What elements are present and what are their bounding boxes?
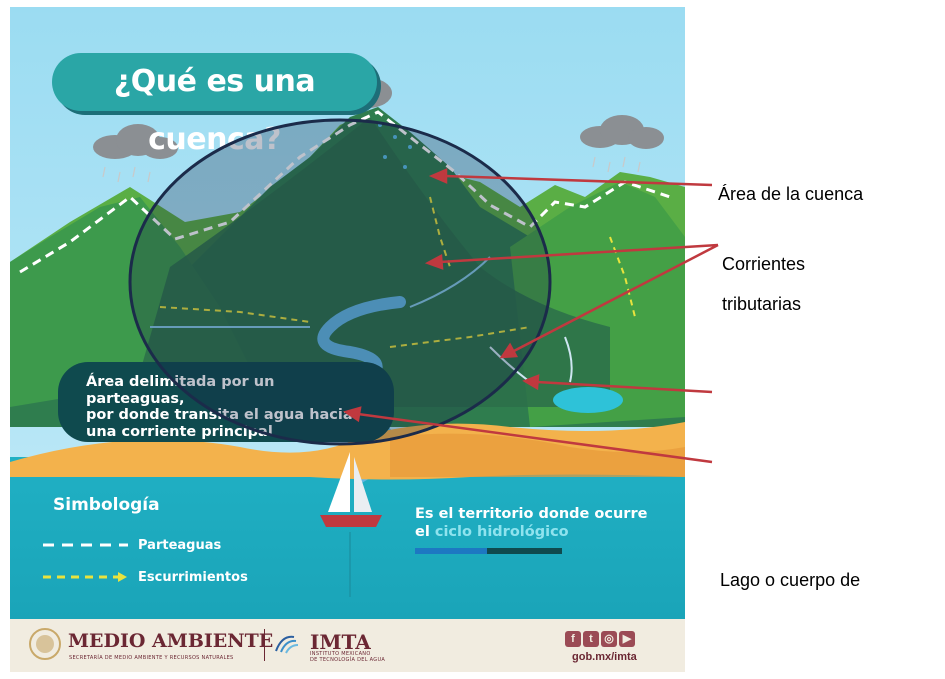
imta-subtitle-1: INSTITUTO MEXICANO	[310, 651, 371, 657]
watershed-illustration	[10, 7, 685, 672]
facebook-icon[interactable]: f	[565, 631, 581, 647]
annotation-corrientes-2: tributarias	[722, 294, 802, 314]
arrow-definition	[357, 412, 713, 464]
hydro-line-1: Es el territorio donde ocurre	[415, 506, 648, 522]
arrow-lago	[536, 380, 713, 394]
legend-label: Parteaguas	[138, 537, 222, 553]
imta-subtitle-2: DE TECNOLOGÍA DEL AGUA	[310, 657, 386, 663]
imta-wave-icon	[275, 635, 299, 654]
youtube-icon[interactable]: ▶	[619, 631, 635, 647]
infographic-poster: ¿Qué es una cuenca? Área delimitada por …	[10, 7, 685, 672]
imta-url[interactable]: gob.mx/imta	[572, 651, 637, 663]
arrow-corrientes-1	[439, 243, 719, 264]
poster-title: ¿Qué es una cuenca?	[52, 53, 377, 157]
watershed-ellipse	[128, 118, 552, 446]
legend-label: Escurrimientos	[138, 569, 248, 585]
arrowhead	[522, 374, 540, 391]
arrow-corrientes-2	[511, 243, 719, 354]
annotation-area-cuenca: Área de la cuenca	[718, 184, 864, 204]
imta-logo: IMTA	[310, 630, 371, 654]
legend-item-escurrimientos: Escurrimientos	[138, 567, 248, 587]
hydro-prefix: el	[415, 524, 435, 540]
instagram-icon[interactable]: ◎	[601, 631, 617, 647]
twitter-icon[interactable]: t	[583, 631, 599, 647]
legend-item-parteaguas: Parteaguas	[138, 535, 221, 555]
mexico-seal-icon	[29, 628, 61, 660]
arrowhead	[428, 168, 448, 184]
hydro-line-2: el ciclo hidrológico	[415, 523, 647, 541]
legend-title: Simbología	[53, 495, 160, 515]
arrow-area-cuenca	[444, 174, 713, 187]
annotation-lago: Lago o cuerpo de	[720, 570, 861, 590]
poster-footer: MEDIO AMBIENTE SECRETARÍA DE MEDIO AMBIE…	[10, 619, 685, 672]
hydro-highlight: ciclo hidrológico	[434, 524, 569, 540]
medio-ambiente-logo: MEDIO AMBIENTE	[68, 630, 274, 652]
arrowhead	[424, 253, 444, 270]
arrowhead	[499, 342, 519, 359]
semarnat-subtitle: SECRETARÍA DE MEDIO AMBIENTE Y RECURSOS …	[69, 655, 234, 661]
definition-line-3: una corriente principal	[86, 423, 273, 440]
annotation-corrientes-1: Corrientes	[722, 254, 806, 274]
hydrologic-cycle-text: Es el territorio donde ocurre el ciclo h…	[415, 505, 647, 541]
footer-divider	[264, 629, 265, 661]
definition-line-1: Área delimitada por un parteaguas,	[86, 374, 274, 407]
arrowhead	[343, 406, 362, 423]
